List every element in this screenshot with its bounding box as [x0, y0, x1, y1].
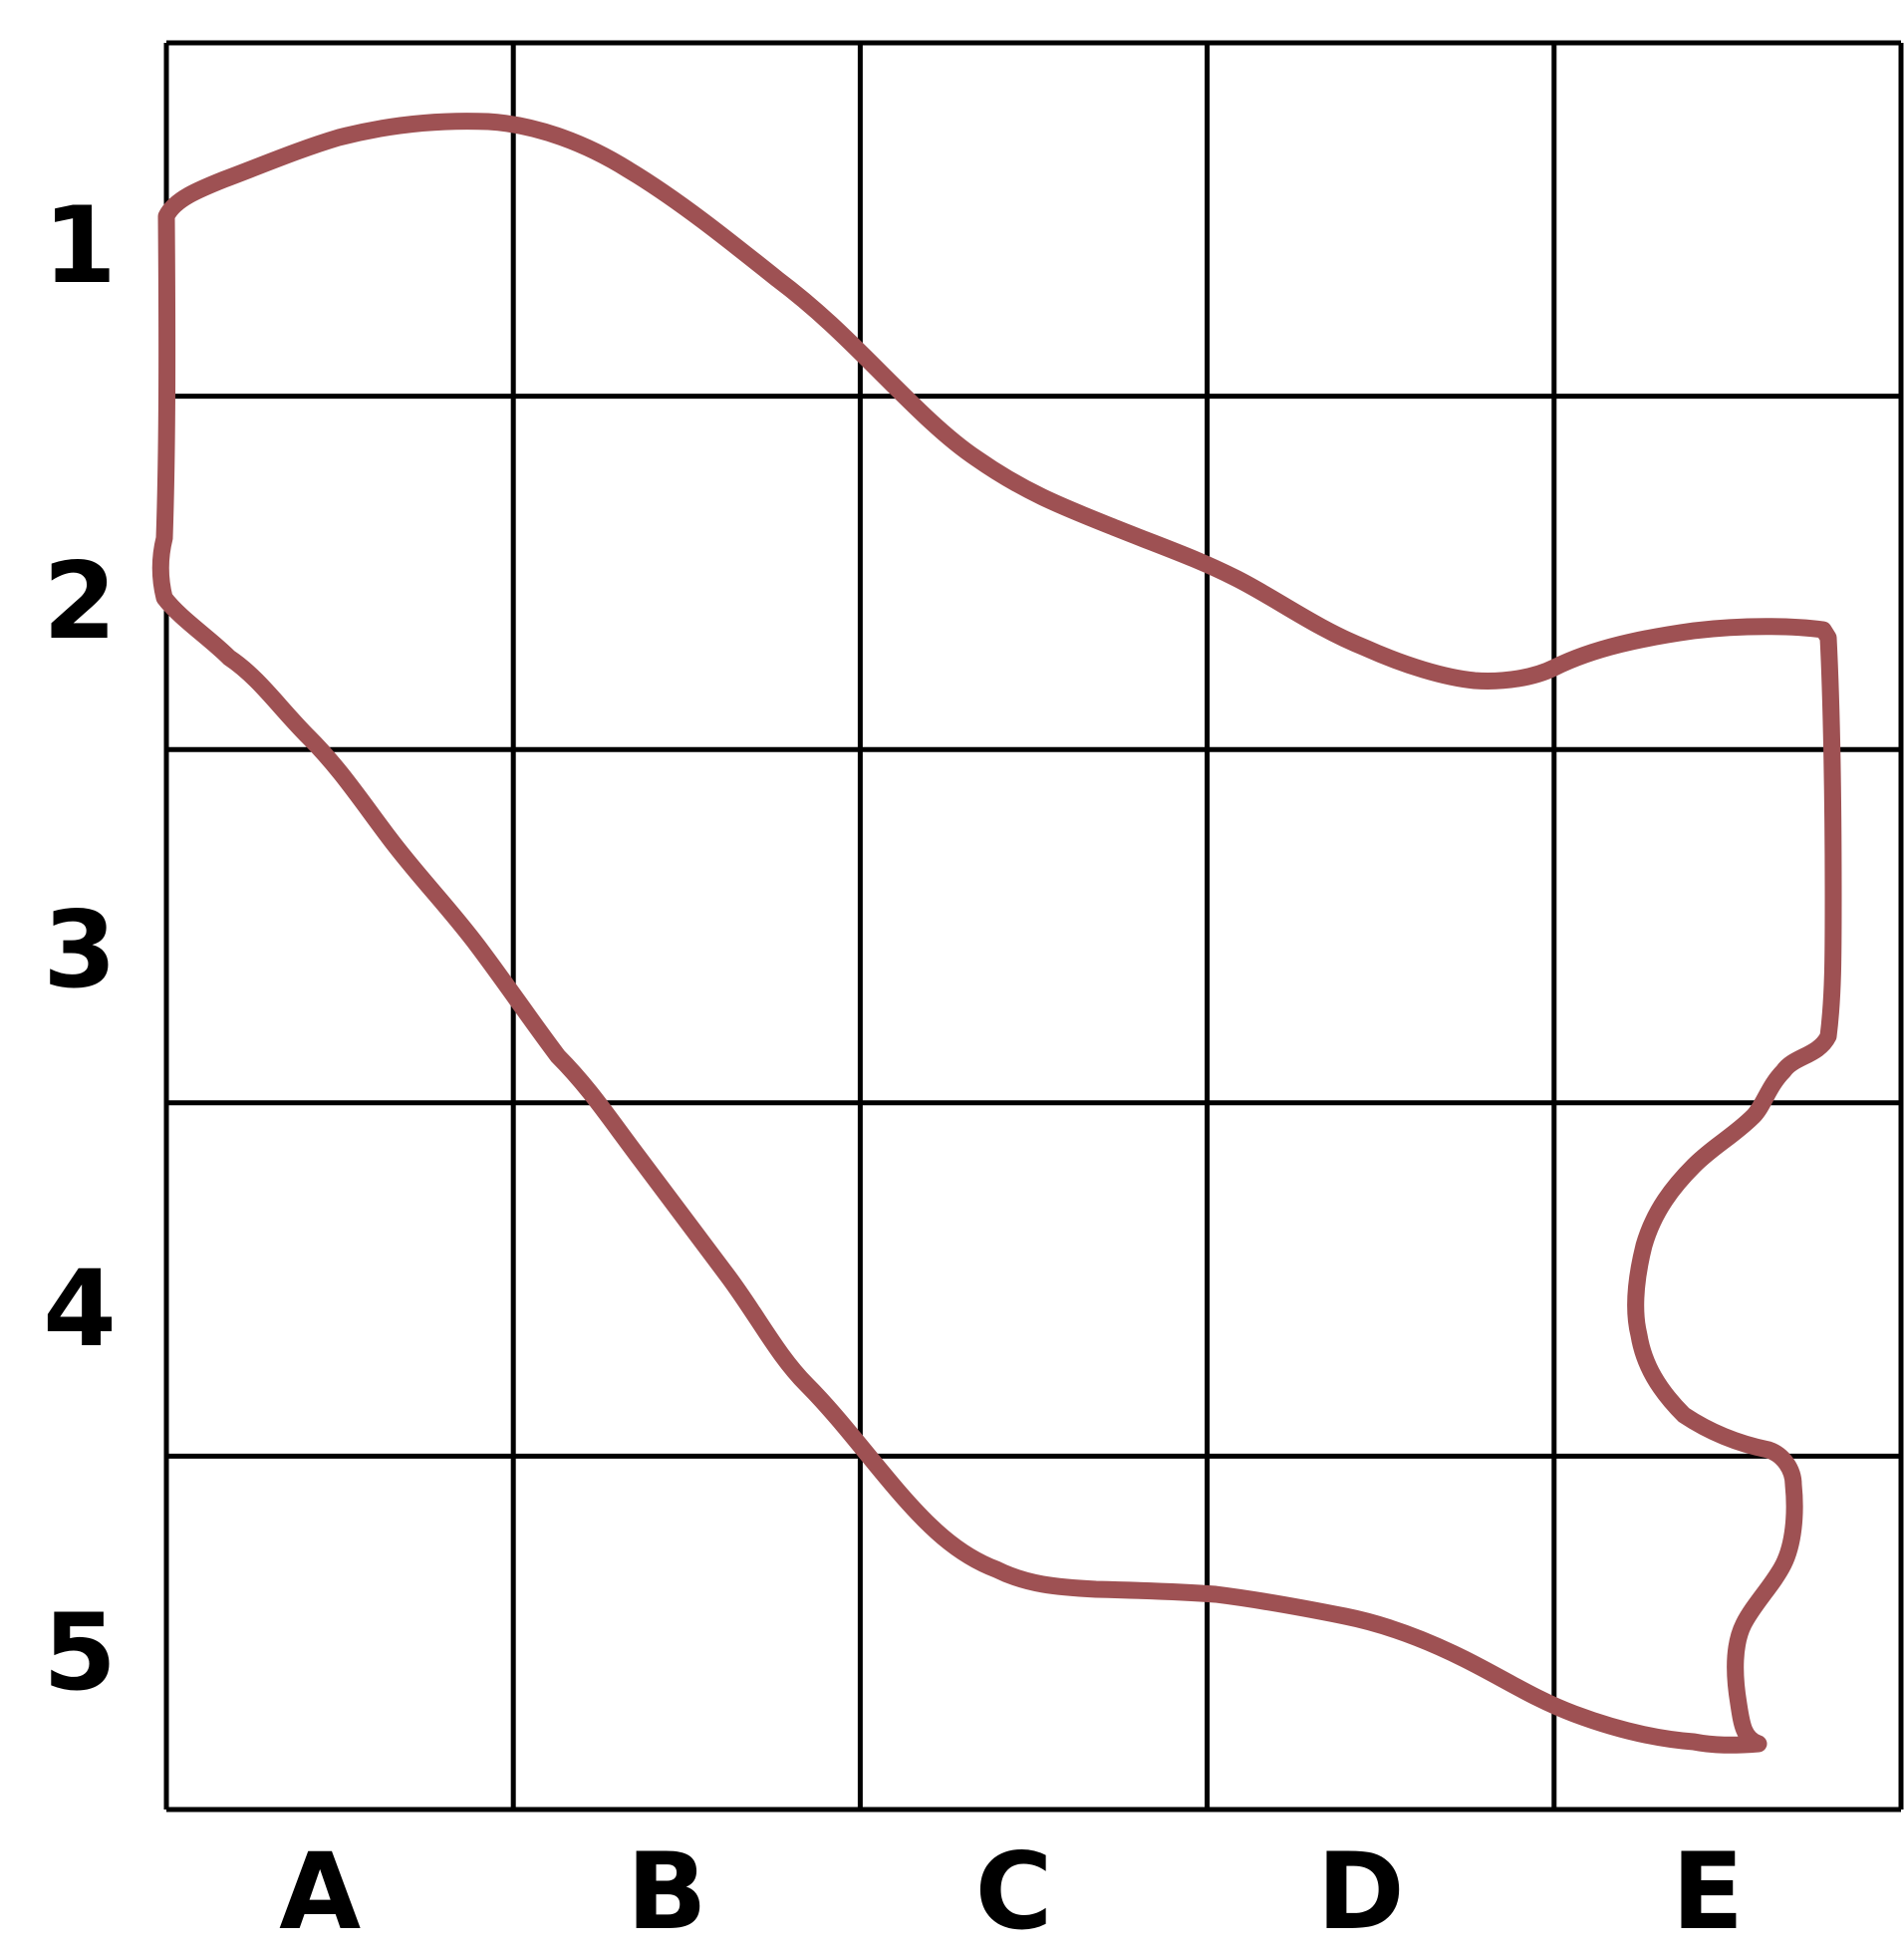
row-label-1: 1	[43, 184, 117, 307]
row-label-3: 3	[43, 889, 117, 1011]
column-label-b: B	[627, 1830, 707, 1948]
column-label-c: C	[975, 1830, 1053, 1948]
shape-outline	[151, 113, 1842, 1754]
row-label-5: 5	[43, 1591, 117, 1714]
column-label-d: D	[1317, 1830, 1405, 1948]
column-label-a: A	[279, 1830, 361, 1948]
grid-lines	[163, 40, 1904, 1813]
row-label-2: 2	[43, 540, 117, 663]
row-label-4: 4	[43, 1248, 117, 1370]
column-label-e: E	[1672, 1830, 1744, 1948]
